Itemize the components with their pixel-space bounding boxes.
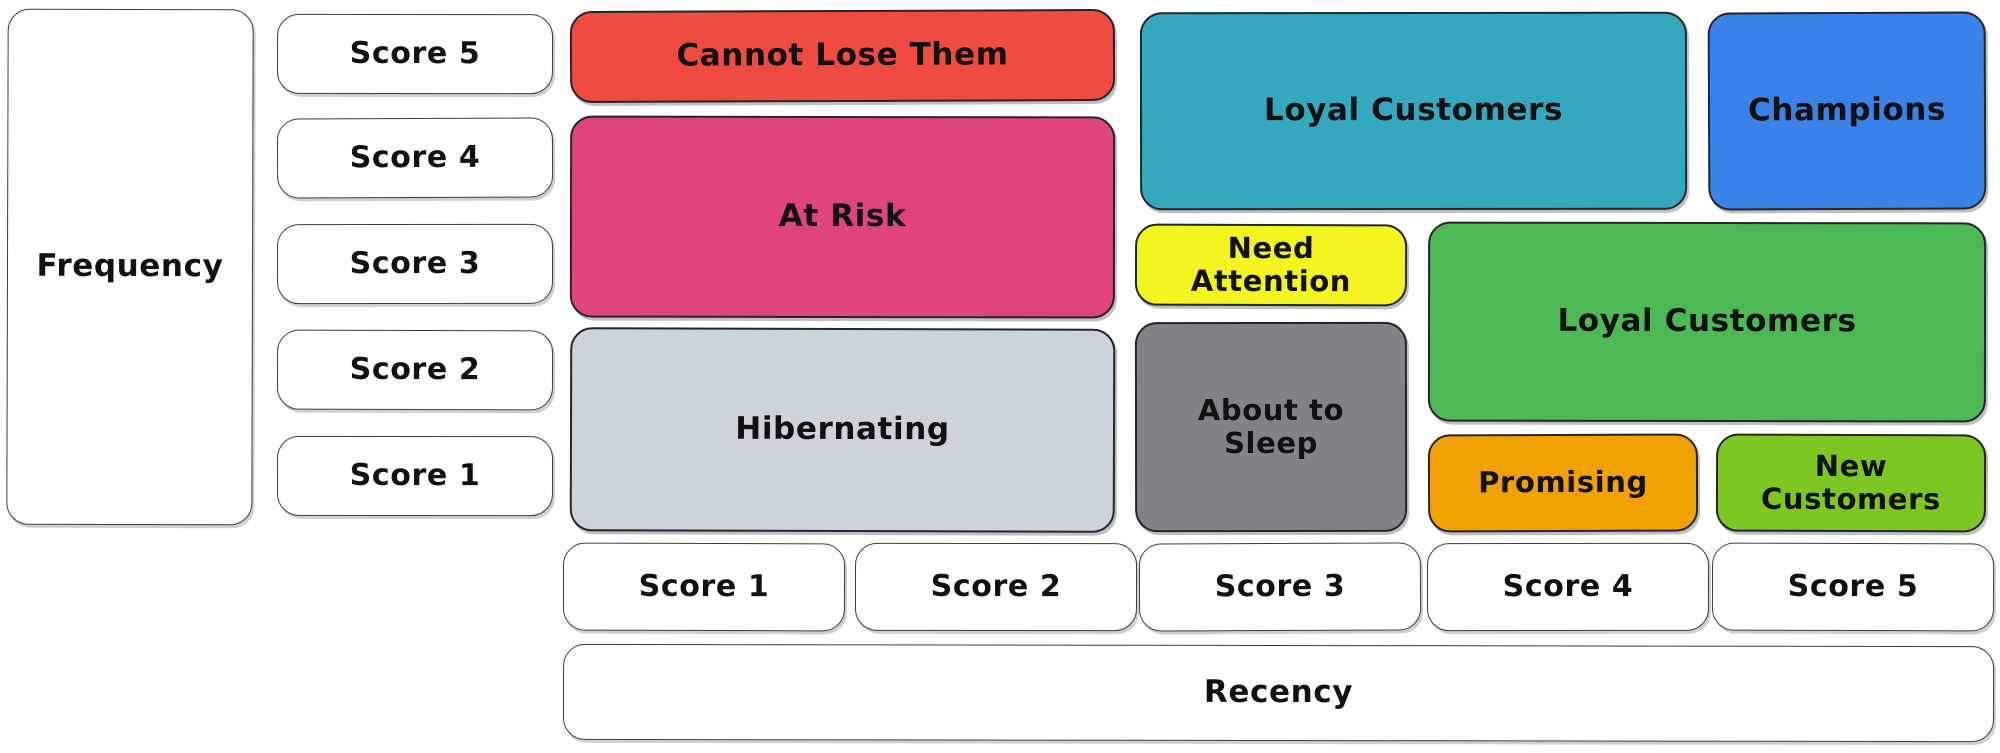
recency-score-2: Score 2 <box>854 542 1138 632</box>
frequency-score-4: Score 4 <box>276 117 554 199</box>
segment-need-attention[interactable]: Need Attention <box>1134 223 1408 307</box>
segment-promising[interactable]: Promising <box>1427 433 1699 533</box>
frequency-score-2: Score 2 <box>276 329 554 411</box>
frequency-score-5: Score 5 <box>276 13 554 95</box>
segment-loyal-customers-green[interactable]: Loyal Customers <box>1427 221 1987 423</box>
frequency-axis-label: Frequency <box>6 8 254 526</box>
recency-score-4: Score 4 <box>1426 542 1710 632</box>
segment-loyal-customers-teal[interactable]: Loyal Customers <box>1139 11 1688 211</box>
segment-about-to-sleep[interactable]: About to Sleep <box>1134 321 1408 533</box>
frequency-score-1: Score 1 <box>276 435 554 517</box>
segment-cannot-lose-them[interactable]: Cannot Lose Them <box>569 8 1116 104</box>
recency-score-5: Score 5 <box>1711 542 1995 632</box>
recency-axis-label: Recency <box>562 643 1995 743</box>
segment-at-risk[interactable]: At Risk <box>569 115 1116 319</box>
segment-hibernating[interactable]: Hibernating <box>569 327 1116 533</box>
segment-champions[interactable]: Champions <box>1707 11 1987 211</box>
recency-score-3: Score 3 <box>1138 542 1422 632</box>
frequency-score-3: Score 3 <box>276 223 554 305</box>
segment-new-customers[interactable]: New Customers <box>1715 433 1987 533</box>
recency-score-1: Score 1 <box>562 542 846 632</box>
